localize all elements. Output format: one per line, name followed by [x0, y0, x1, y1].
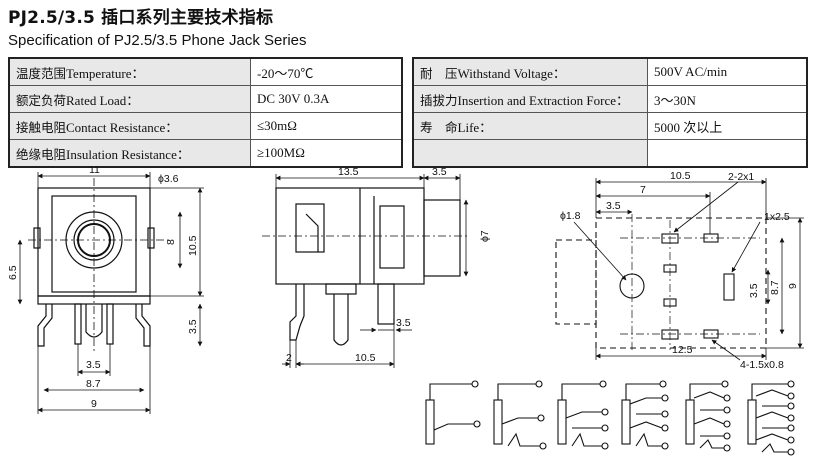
spec-row: 寿 命Life： 5000 次以上	[413, 112, 807, 140]
dim-label: ϕ3.6	[158, 173, 179, 185]
dim-label: 3.5	[606, 200, 621, 212]
dim-label: 8	[165, 239, 177, 245]
spec-label: 额定负荷Rated Load：	[9, 85, 251, 113]
spec-value	[647, 139, 807, 168]
schematic-symbol	[685, 380, 731, 452]
dim-label: 9	[787, 283, 799, 289]
dim-label: 10.5	[187, 235, 199, 256]
spec-value: 5000 次以上	[647, 112, 807, 140]
spec-row: 额定负荷Rated Load： DC 30V 0.3A	[9, 85, 402, 113]
side-view-dimensions	[275, 174, 469, 368]
dim-label: 1x2.5	[764, 211, 790, 223]
dim-label: 8.7	[86, 378, 101, 390]
spec-row: 耐 压Withstand Voltage： 500V AC/min	[413, 57, 807, 86]
schematic-symbol	[621, 380, 669, 450]
spec-row: 温度范围Temperature： -20～70℃	[9, 57, 402, 86]
dim-label: 12.5	[672, 344, 693, 356]
spec-row: 插拔力Insertion and Extraction Force： 3～30N	[413, 85, 807, 113]
spec-label: 耐 压Withstand Voltage：	[413, 57, 648, 86]
front-view-dimensions	[17, 172, 204, 414]
dim-label: 3.5	[187, 319, 199, 334]
spec-value: ≥100MΩ	[250, 139, 402, 168]
dim-label: 7	[640, 184, 646, 196]
spec-label: 寿 命Life：	[413, 112, 648, 140]
spec-table-right: 耐 压Withstand Voltage： 500V AC/min 插拔力Ins…	[412, 57, 808, 168]
pcb-layout-dimensions	[573, 178, 804, 361]
dim-label: ϕ7	[479, 230, 491, 242]
front-view-drawing	[28, 178, 170, 352]
dim-label: 3.5	[748, 283, 760, 298]
dim-label: 3.5	[86, 359, 101, 371]
spec-value: -20～70℃	[250, 57, 402, 86]
spec-value: 500V AC/min	[647, 57, 807, 86]
dim-label: 4-1.5x0.8	[740, 359, 784, 371]
spec-label: 接触电阻Contact Resistance：	[9, 112, 251, 140]
spec-row: 绝缘电阻Insulation Resistance： ≥100MΩ	[9, 139, 402, 168]
dim-label: 10.5	[355, 352, 376, 364]
spec-label: 插拔力Insertion and Extraction Force：	[413, 85, 648, 113]
dim-label: 10.5	[670, 170, 691, 182]
schematic-symbol	[557, 380, 609, 450]
schematic-symbol	[493, 380, 547, 450]
page-subtitle: Specification of PJ2.5/3.5 Phone Jack Se…	[8, 32, 307, 49]
pcb-layout-drawing	[555, 214, 767, 352]
dim-label: 9	[91, 398, 97, 410]
page-title: PJ2.5/3.5 插口系列主要技术指标	[8, 8, 274, 28]
spec-label: 绝缘电阻Insulation Resistance：	[9, 139, 251, 168]
spec-label: 温度范围Temperature：	[9, 57, 251, 86]
dim-label: 11	[89, 164, 100, 176]
schematic-symbol	[747, 380, 795, 456]
dim-label: 6.5	[7, 265, 19, 280]
side-view-drawing	[262, 187, 470, 346]
dim-label: 13.5	[338, 166, 359, 178]
spec-row: 接触电阻Contact Resistance： ≤30mΩ	[9, 112, 402, 140]
spec-value: 3～30N	[647, 85, 807, 113]
spec-value: ≤30mΩ	[250, 112, 402, 140]
dim-label: 2-2x1	[728, 171, 754, 183]
dim-label: 2	[286, 352, 292, 364]
schematic-symbols	[425, 380, 795, 456]
spec-row	[413, 139, 807, 168]
spec-label	[413, 139, 648, 168]
schematic-symbol	[425, 380, 481, 445]
spec-table-left: 温度范围Temperature： -20～70℃ 额定负荷Rated Load：…	[8, 57, 403, 168]
dim-label: ϕ1.8	[560, 210, 581, 222]
dim-label: 3.5	[396, 317, 411, 329]
dim-label: 8.7	[769, 280, 781, 295]
spec-value: DC 30V 0.3A	[250, 85, 402, 113]
dim-label: 3.5	[432, 166, 447, 178]
